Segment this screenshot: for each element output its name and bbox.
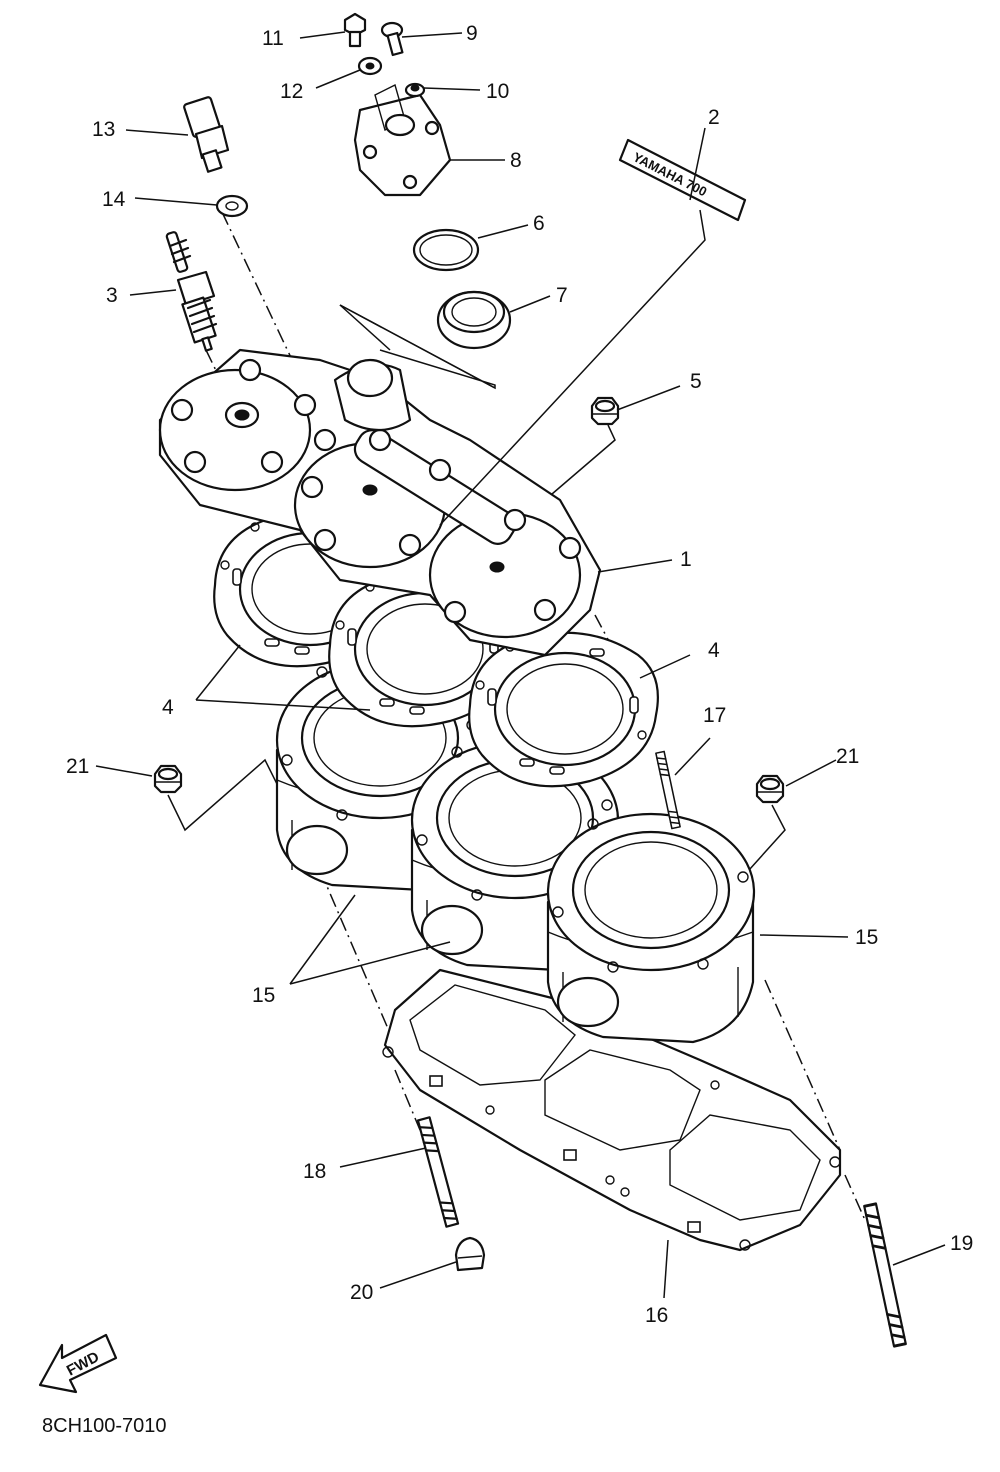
callout-10: 10 <box>486 80 509 103</box>
callout-2: 2 <box>708 106 720 129</box>
o-ring-6 <box>412 228 480 272</box>
callout-12: 12 <box>280 80 303 103</box>
bolt-11 <box>343 12 367 48</box>
cylinder-right <box>546 812 756 1044</box>
thermostat-7 <box>436 290 512 350</box>
callout-15: 15 <box>855 926 878 949</box>
nut-21-right <box>755 774 785 804</box>
callout-8: 8 <box>510 149 522 172</box>
assembly-line <box>544 424 616 501</box>
callout-15: 15 <box>252 984 275 1007</box>
callout-17: 17 <box>703 704 726 727</box>
grommet-10 <box>404 82 426 98</box>
callout-4: 4 <box>708 639 720 662</box>
washer-14 <box>215 194 249 218</box>
callout-18: 18 <box>303 1160 326 1183</box>
callout-3: 3 <box>106 284 118 307</box>
assembly-line <box>739 804 786 881</box>
bolt-9 <box>380 21 404 57</box>
callout-21: 21 <box>66 755 89 778</box>
stud-bolt-19 <box>862 1202 908 1348</box>
cylinder-head <box>158 348 602 657</box>
base-gasket <box>382 968 842 1252</box>
stud-bolt-18 <box>416 1116 460 1228</box>
decal-text: YAMAHA 700 <box>631 149 710 199</box>
callout-1: 1 <box>680 548 692 571</box>
assembly-line <box>339 304 496 389</box>
spark-plug <box>165 231 218 352</box>
callout-16: 16 <box>645 1304 668 1327</box>
nut-21-left <box>153 764 183 794</box>
nut-5 <box>590 396 620 426</box>
assembly-line <box>339 304 391 351</box>
callout-11: 11 <box>262 27 284 50</box>
thermostat-cover <box>353 83 452 197</box>
diagram-code: 8CH100-7010 <box>42 1415 167 1437</box>
cap-nut-20 <box>454 1236 486 1272</box>
fwd-arrow-icon: FWD <box>38 1333 118 1394</box>
callout-20: 20 <box>350 1281 373 1304</box>
assembly-line <box>394 1069 421 1131</box>
assembly-line <box>319 869 396 1046</box>
callout-13: 13 <box>92 118 115 141</box>
washer-12 <box>357 56 383 76</box>
temperature-sensor <box>183 96 230 173</box>
assembly-line <box>764 979 841 1151</box>
callout-21: 21 <box>836 745 859 768</box>
callout-7: 7 <box>556 284 568 307</box>
callout-4: 4 <box>162 696 174 719</box>
callout-19: 19 <box>950 1232 973 1255</box>
assembly-line <box>844 1174 866 1221</box>
decal-label: YAMAHA 700 <box>618 138 747 222</box>
callout-9: 9 <box>466 22 478 45</box>
assembly-line <box>167 758 281 832</box>
callout-14: 14 <box>102 188 126 211</box>
callout-5: 5 <box>690 370 702 393</box>
head-gasket-3 <box>468 631 659 788</box>
callout-6: 6 <box>533 212 545 235</box>
